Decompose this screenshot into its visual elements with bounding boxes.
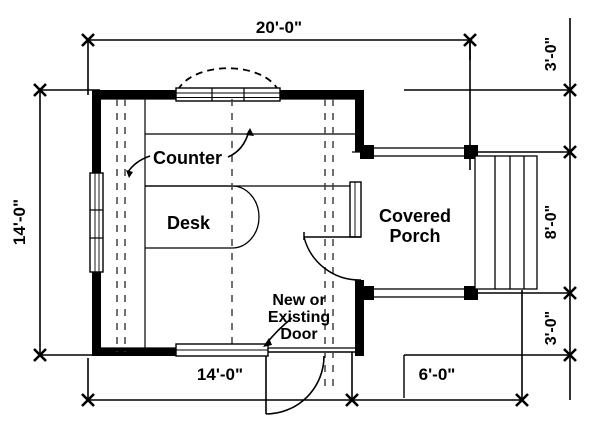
counter-leader-left [127,155,151,173]
porch-post-top-left [360,145,374,159]
leader-lines [126,128,293,347]
counter-leader-arrow-left [126,170,133,178]
framing-guide-lines [116,99,334,392]
right-wall-door [303,181,362,281]
wall-left-upper [92,90,101,173]
wall-top-right [278,90,364,99]
right-door-swing-arc [303,236,362,281]
label-covered-porch-line1: Covered [379,206,451,226]
porch-post-bottom-left [360,286,374,300]
wall-top-left [92,90,176,99]
wall-right-upper [355,90,364,152]
dimension-ticks [33,33,577,407]
right-door-leaf [349,181,362,238]
left-window-frame [89,172,104,273]
overhead-door-swing-arc [177,67,279,91]
wall-left-lower [92,272,101,356]
porch-stairs [474,155,538,290]
counter-leader-arrow-right [246,128,254,136]
dim-right-top: 3'-0" [543,37,560,72]
door-leader-arrow [263,338,272,347]
bottom-door-swing-arc [265,355,325,415]
porch-beam-bottom [363,288,477,298]
label-desk: Desk [167,213,211,233]
dim-right-middle: 8'-0" [543,205,560,240]
bottom-wall-door [175,343,325,415]
label-door-line3: Door [280,326,317,343]
dim-bottom-right: 6'-0" [419,365,456,384]
desk-outline [145,185,260,249]
label-door-line1: New or [272,292,325,309]
interior-fixtures [144,99,355,348]
overhead-door-panel [175,87,281,102]
wall-right-lower [355,280,364,356]
stair-outline [474,155,538,290]
dimension-lines [39,18,571,401]
left-wall-window [89,172,104,273]
dim-left-height: 14'-0" [10,199,29,245]
label-covered-porch-line2: Porch [389,226,440,246]
porch-beam-top [363,147,477,157]
dim-bottom-left: 14'-0" [197,365,243,384]
label-counter: Counter [153,148,222,168]
label-door-line2: Existing [268,309,330,326]
overhead-door-top [175,67,281,102]
dim-top-overall: 20'-0" [256,18,302,37]
dim-right-bottom: 3'-0" [543,311,560,346]
